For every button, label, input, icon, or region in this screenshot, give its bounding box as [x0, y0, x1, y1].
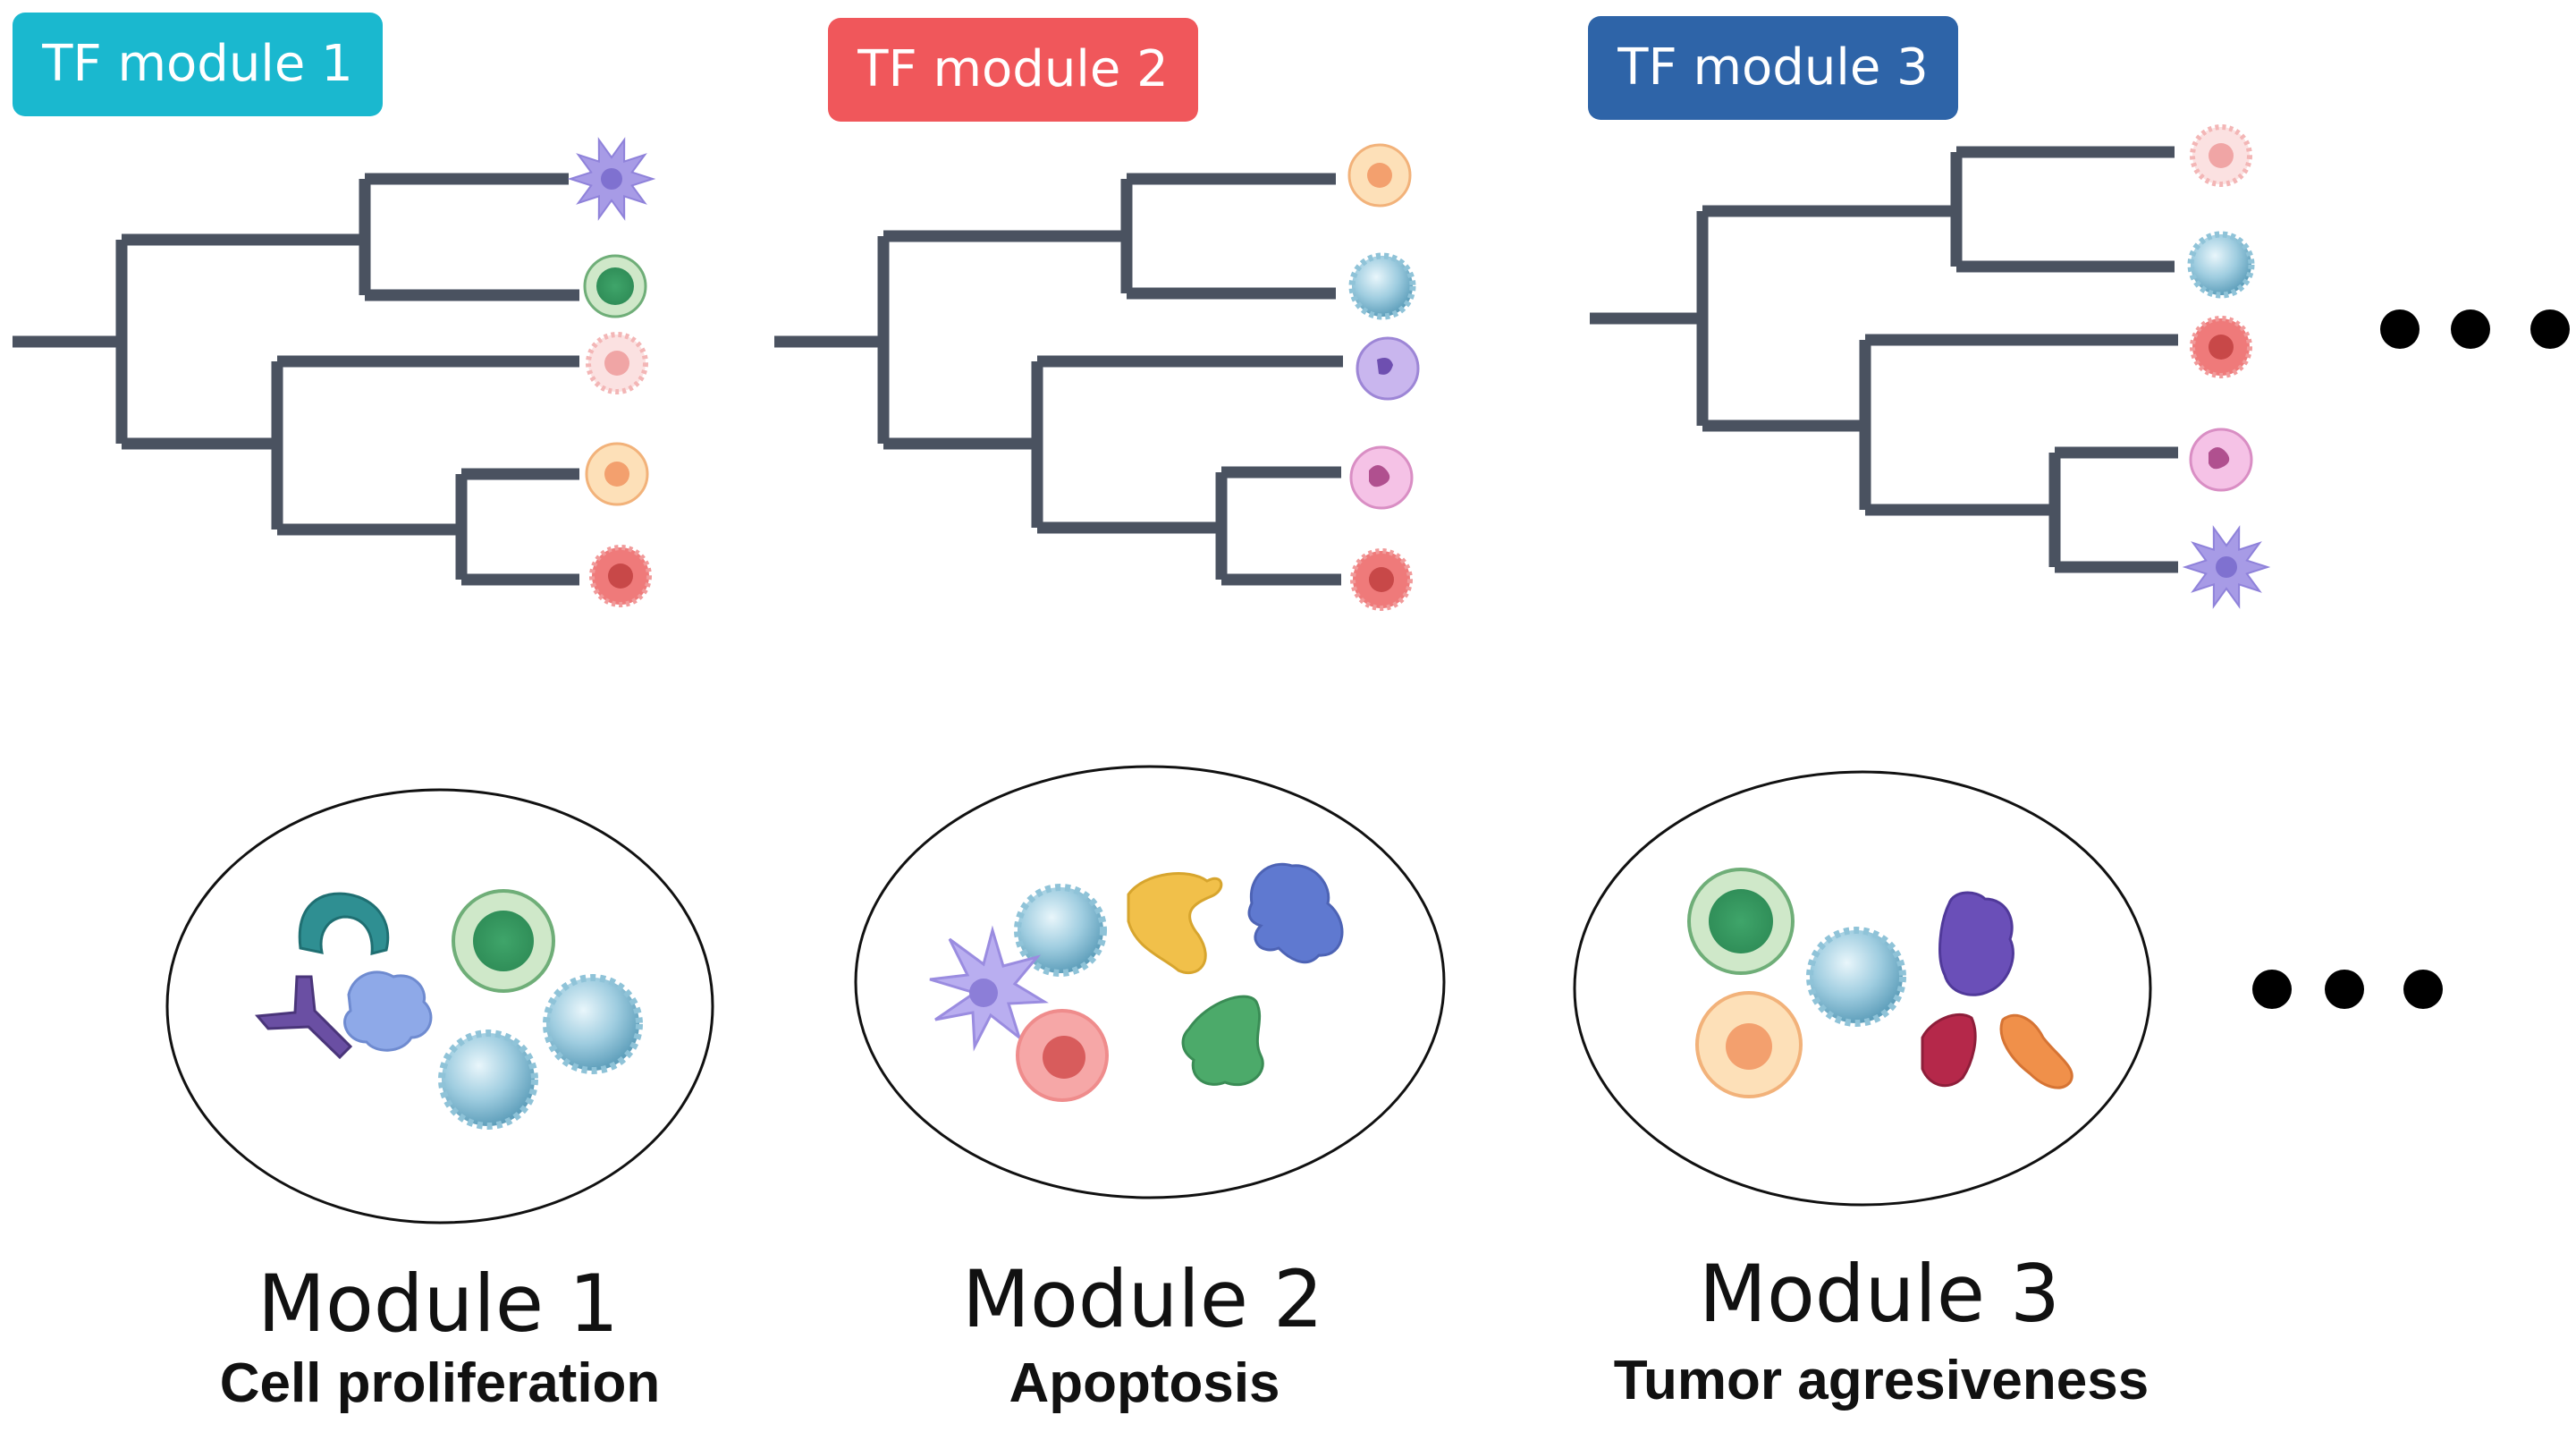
- more-dots-bottom: [2252, 970, 2443, 1009]
- blue-cell-icon: [438, 1030, 538, 1130]
- tree-branches: [774, 173, 1343, 586]
- module-2-subtitle: Apoptosis: [1009, 1352, 1280, 1414]
- eosinophil-icon: [1356, 336, 1420, 401]
- yellow-protein-icon: [1127, 872, 1223, 975]
- tree-branches: [1590, 146, 2178, 573]
- orange-cell-icon: [1347, 143, 1412, 208]
- module-1-ellipse: [165, 788, 714, 1224]
- orange-cell-icon: [585, 442, 649, 506]
- dendritic-icon: [2182, 525, 2271, 609]
- blue-cell-icon: [2187, 231, 2255, 299]
- dendrogram-module-1: [13, 173, 579, 586]
- red-cell-icon: [2190, 316, 2252, 378]
- dendrogram-module-3: [1590, 146, 2178, 573]
- crimson-protein-icon: [1921, 1013, 1977, 1088]
- green-protein-icon: [1181, 995, 1264, 1087]
- red-cell-icon: [589, 545, 652, 607]
- module-1-subtitle: Cell proliferation: [219, 1352, 661, 1414]
- protein-complex-icon: [343, 970, 433, 1052]
- neutrophil-icon: [2189, 428, 2253, 492]
- leaf-cells: [567, 124, 2271, 611]
- pink-cell-icon: [586, 332, 648, 394]
- module-1-cells: [254, 889, 643, 1130]
- module-2-ellipse: [854, 765, 1446, 1199]
- module-3-title: Module 3: [1699, 1248, 2060, 1340]
- module-2-title: Module 2: [962, 1253, 1323, 1345]
- antibody-icon: [254, 975, 353, 1060]
- orange-protein-icon: [1999, 1013, 2073, 1089]
- more-dots-top: [2380, 309, 2570, 349]
- dendrogram-module-2: [774, 173, 1343, 586]
- blue-cell-icon: [543, 974, 643, 1074]
- blue-protein-icon: [1247, 862, 1344, 964]
- module-3-cells: [1687, 868, 2073, 1098]
- blue-cell-icon: [1014, 884, 1107, 977]
- tree-branches: [13, 173, 579, 586]
- antibody-fragment-icon: [298, 892, 390, 955]
- red-cell-icon: [1350, 548, 1413, 611]
- dendritic-icon: [567, 137, 656, 221]
- purple-protein-icon: [1938, 891, 2014, 996]
- pink-cell-icon: [2190, 124, 2252, 187]
- tf-module-3-tag: TF module 3: [1588, 16, 1958, 120]
- tf-module-1-tag: TF module 1: [13, 13, 383, 116]
- neutrophil-icon: [1349, 445, 1414, 510]
- module-1-title: Module 1: [258, 1258, 619, 1350]
- module-2-cells: [929, 862, 1344, 1102]
- module-3-subtitle: Tumor agresiveness: [1613, 1350, 2149, 1411]
- module-3-ellipse: [1573, 770, 2152, 1207]
- blue-cell-icon: [1348, 252, 1416, 320]
- tf-module-2-tag: TF module 2: [828, 18, 1198, 122]
- green-cell-icon: [583, 254, 647, 318]
- blue-cell-icon: [1806, 927, 1906, 1027]
